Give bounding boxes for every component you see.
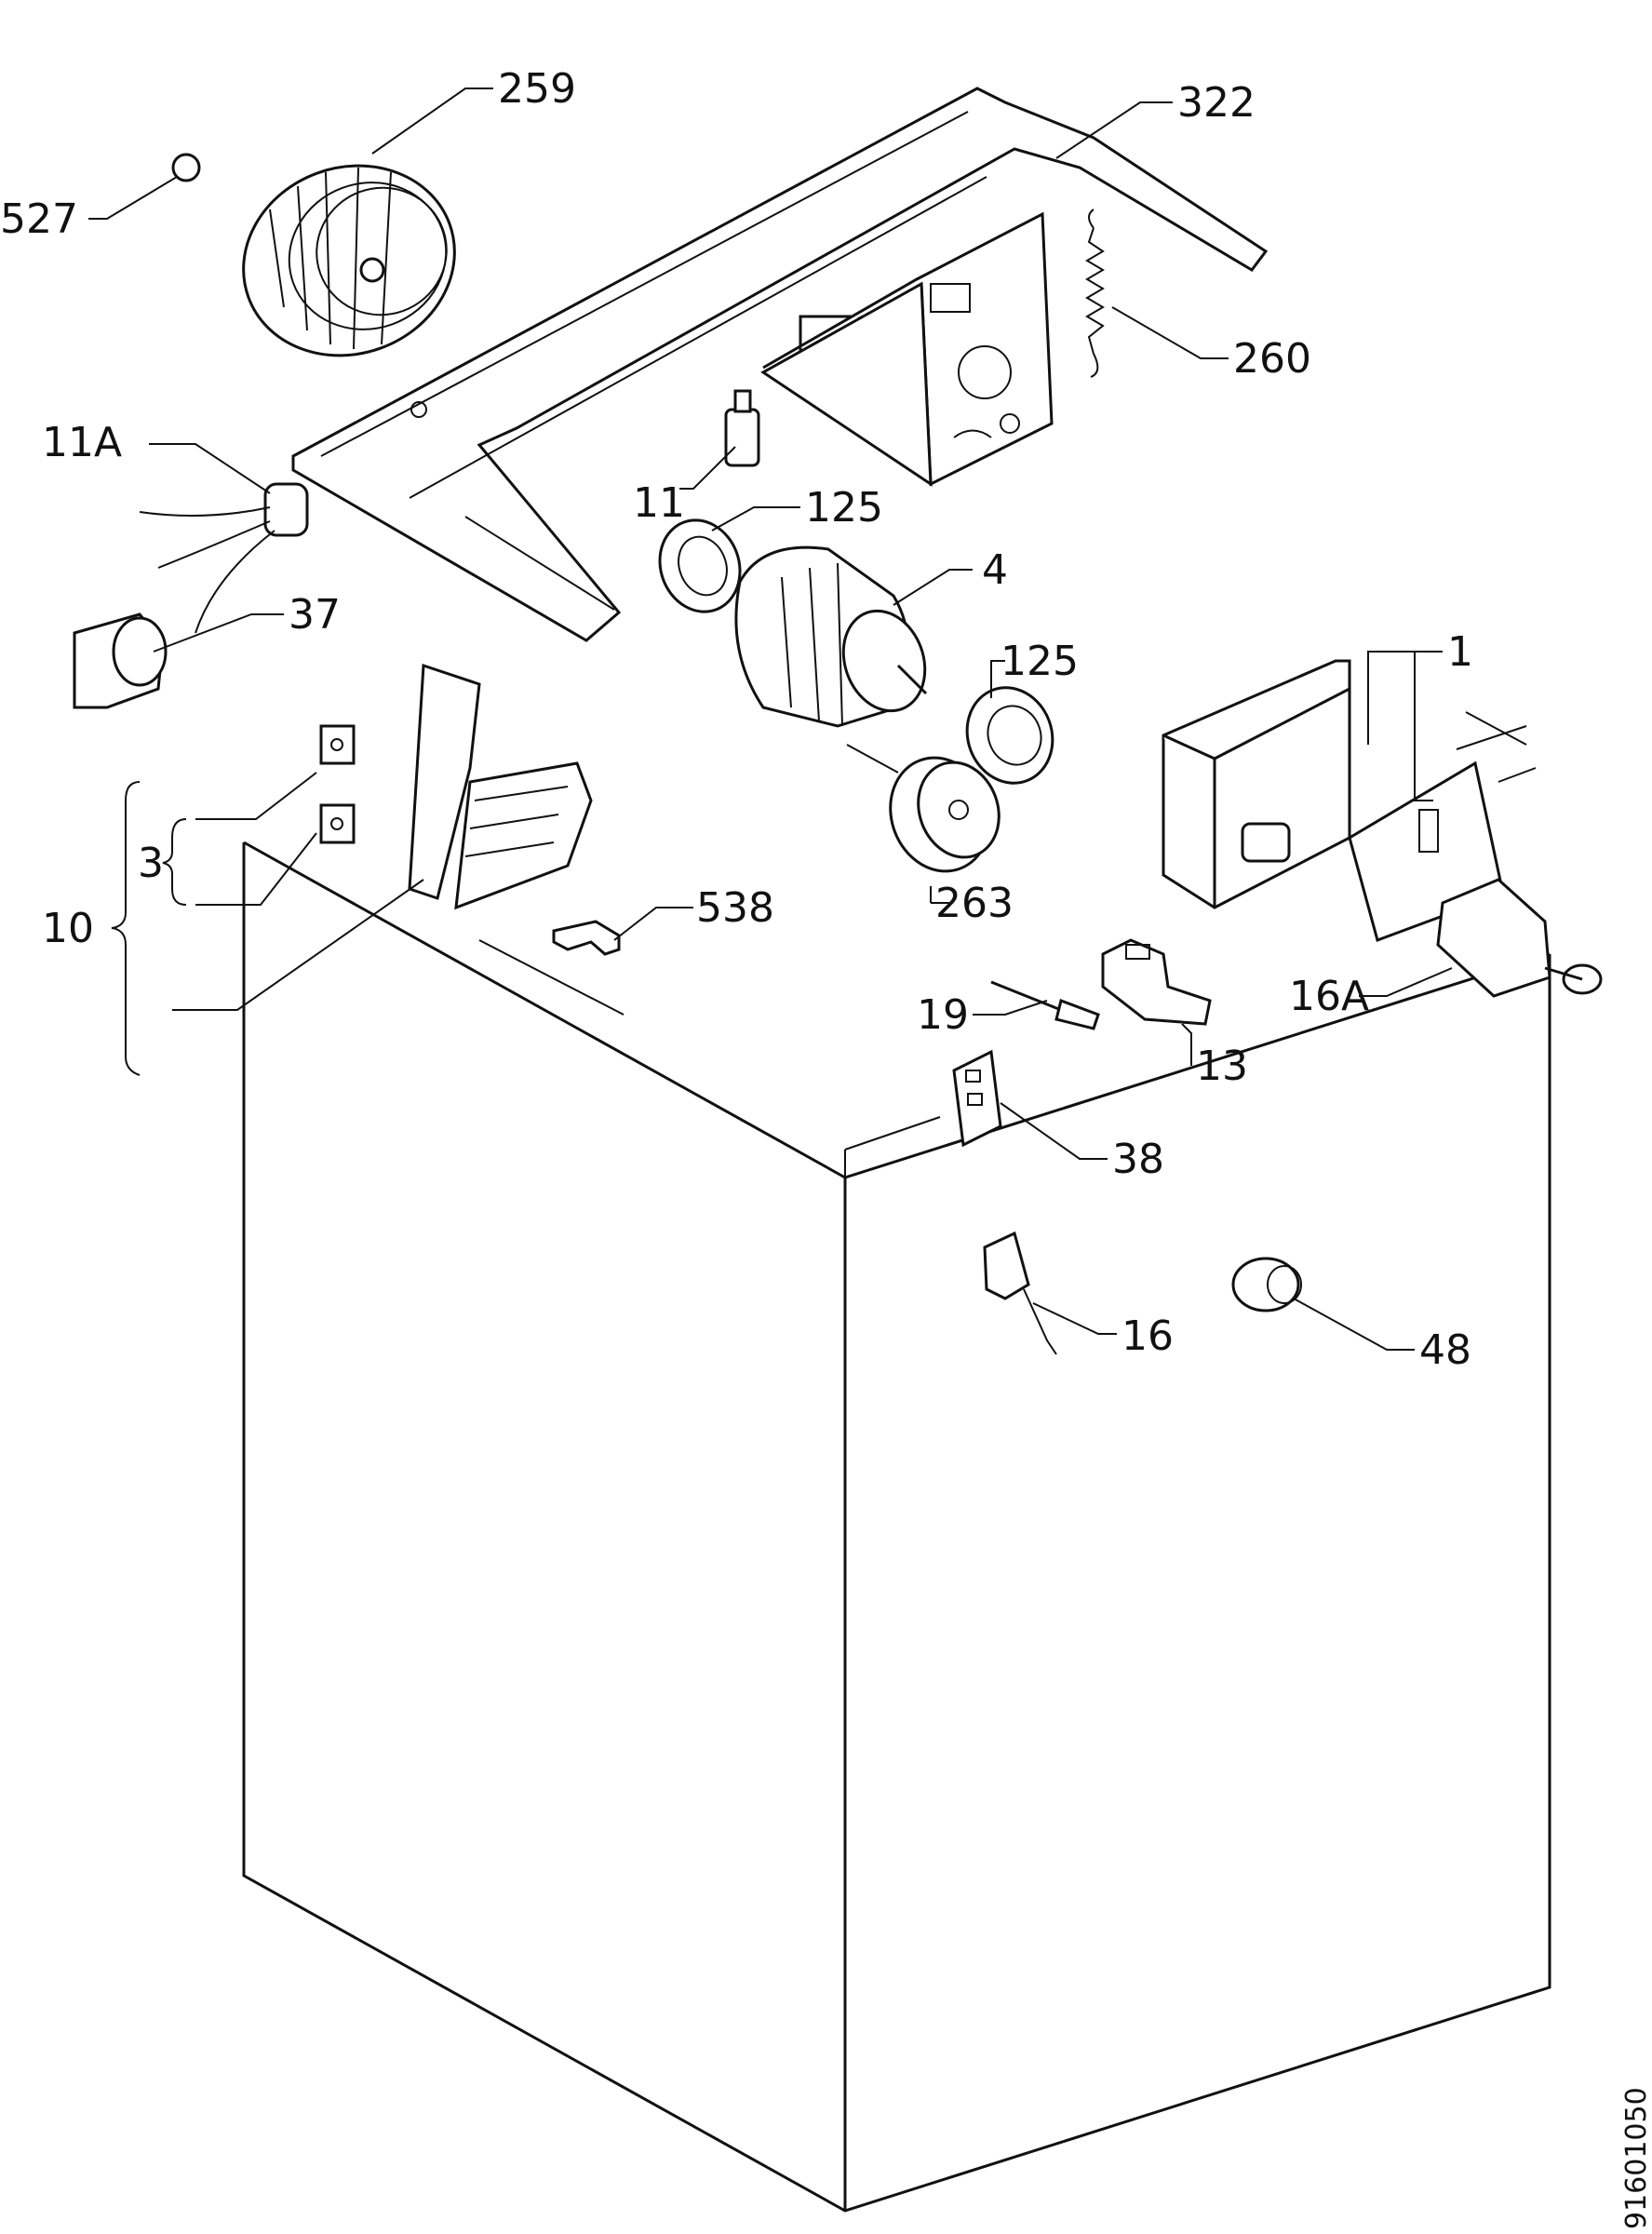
label-125-upper: 125 — [805, 484, 883, 532]
microswitch-part-16 — [983, 1231, 1057, 1355]
document-number: 91601050 — [1620, 2087, 1652, 2229]
label-37: 37 — [289, 591, 341, 639]
label-11: 11 — [633, 479, 685, 527]
motor-mount-box — [760, 211, 1054, 487]
sensor-part-37 — [73, 612, 168, 709]
wiring-part-11A — [139, 482, 309, 634]
label-538: 538 — [696, 884, 774, 932]
label-125-lower: 125 — [1001, 638, 1079, 685]
label-1: 1 — [1447, 628, 1473, 676]
control-box-part-1 — [1162, 659, 1351, 909]
terminal-part-3-upper — [319, 724, 356, 765]
switch-part-16A — [1436, 878, 1603, 998]
label-4: 4 — [982, 546, 1008, 594]
clip-part-538 — [552, 920, 621, 956]
nut-part-527 — [171, 153, 201, 182]
pulley-part-263 — [889, 756, 1001, 873]
label-322: 322 — [1177, 79, 1256, 127]
label-260: 260 — [1233, 335, 1311, 383]
leader-lines — [88, 87, 1453, 1351]
label-13: 13 — [1196, 1043, 1248, 1090]
cabinet-body — [242, 711, 1551, 2213]
part-labels: 259 322 527 260 11A 11 125 4 37 125 1 3 … — [0, 65, 1473, 1374]
label-11A: 11A — [42, 419, 122, 466]
label-38: 38 — [1112, 1136, 1164, 1183]
label-3: 3 — [138, 840, 164, 887]
connector-part-13 — [1101, 938, 1212, 1026]
spring-part-260 — [1085, 209, 1105, 378]
label-263: 263 — [935, 880, 1014, 927]
thermostat-part-48 — [1231, 1257, 1302, 1312]
label-259: 259 — [498, 65, 576, 113]
label-19: 19 — [917, 991, 969, 1039]
label-16: 16 — [1121, 1312, 1174, 1360]
label-16A: 16A — [1289, 973, 1369, 1020]
label-48: 48 — [1419, 1326, 1471, 1374]
motor-part-4 — [734, 545, 928, 774]
probe-part-19 — [990, 980, 1100, 1030]
plate-part-38 — [952, 1049, 1002, 1148]
label-527: 527 — [0, 195, 78, 243]
fan-wheel-part-259 — [242, 164, 456, 357]
bracket-assembly-part-10 — [408, 663, 593, 910]
terminal-part-3-lower — [319, 803, 356, 844]
capacitor-part-11 — [724, 389, 760, 467]
label-10: 10 — [42, 905, 94, 952]
